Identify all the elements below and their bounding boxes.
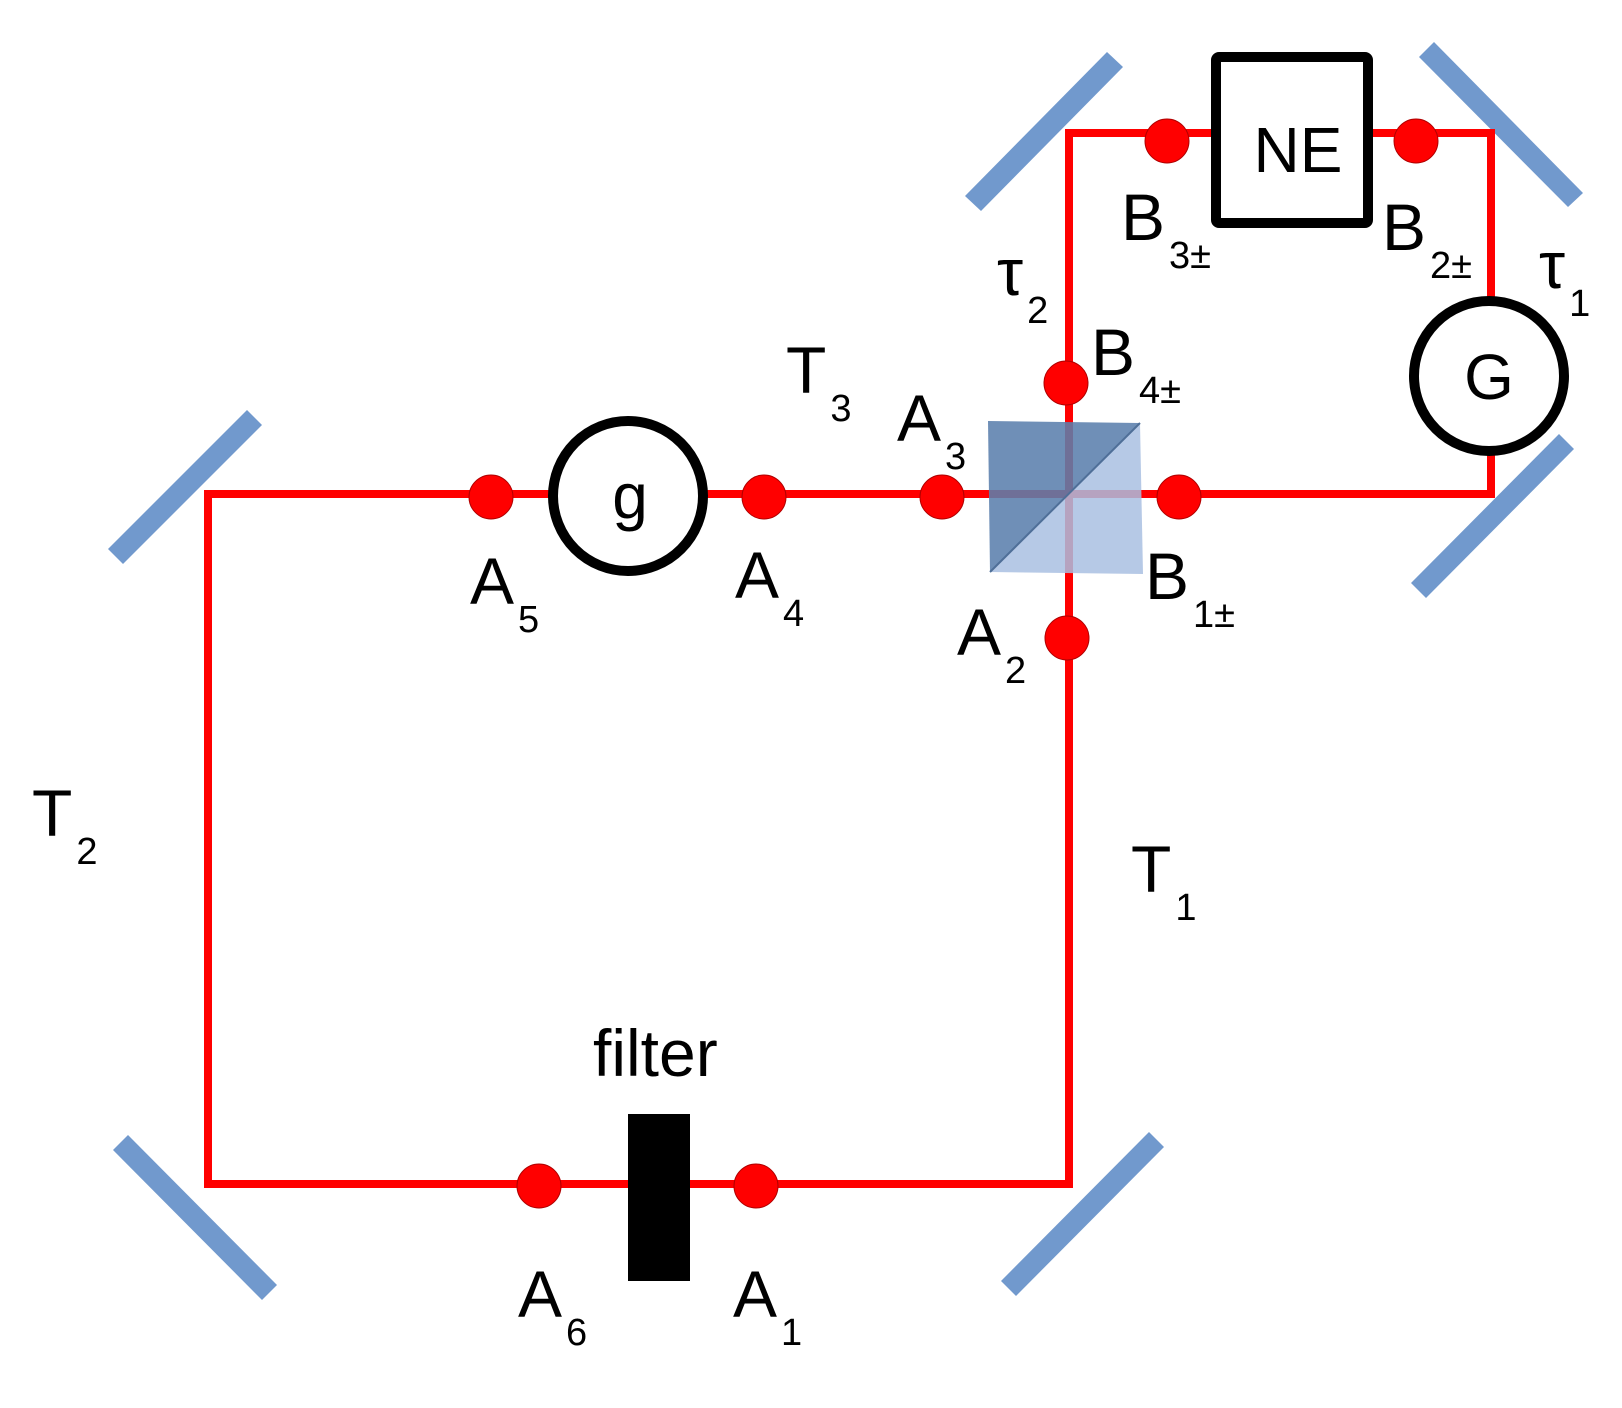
mirror-top-left-sub	[965, 52, 1123, 211]
point-b3	[1144, 118, 1190, 164]
label-a6: A6	[518, 1257, 587, 1354]
label-t1: T1	[1131, 832, 1196, 929]
point-b4	[1043, 360, 1089, 406]
point-a5	[468, 474, 514, 520]
label-a5: A5	[470, 544, 539, 641]
point-b2	[1393, 118, 1439, 164]
point-a1	[733, 1163, 779, 1209]
mirror-lower-right	[1411, 434, 1574, 598]
label-a3: A3	[897, 381, 966, 478]
filter-label: filter	[593, 1016, 718, 1090]
mirror-top-left-main	[108, 410, 262, 564]
label-tau1: τ1	[1539, 228, 1590, 325]
beam-splitter	[988, 421, 1143, 574]
mirror-bottom-right	[1001, 1132, 1164, 1296]
beam-splitter-light-half	[990, 423, 1143, 574]
label-b4: B4±	[1091, 315, 1181, 412]
beam-splitter-diagonal	[989, 422, 1141, 573]
label-a4: A4	[735, 538, 804, 635]
label-b2: B2±	[1382, 190, 1472, 287]
beam-path	[204, 129, 1495, 1188]
mirror-bottom-left	[113, 1135, 277, 1300]
small-gain-component: g	[548, 416, 708, 576]
label-t2: T2	[32, 776, 97, 873]
beam-splitter-dark-half	[988, 421, 1140, 572]
label-a2: A2	[957, 595, 1026, 692]
filter-component: filter	[593, 1016, 718, 1281]
mirrors	[108, 42, 1583, 1300]
small-gain-label: g	[612, 460, 648, 532]
ne-component: NE	[1211, 52, 1373, 228]
mirror-top-right	[1419, 42, 1583, 207]
label-b3: B3±	[1121, 180, 1211, 277]
segment-labels: T1 T2 T3 τ1 τ2	[32, 228, 1590, 929]
label-t3: T3	[786, 333, 851, 430]
point-a4	[741, 474, 787, 520]
point-labels: A1 A2 A3 A4 A5 A6 B1± B2± B3± B4±	[470, 180, 1472, 1354]
point-b1	[1156, 474, 1202, 520]
ne-label: NE	[1254, 114, 1343, 186]
label-b1: B1±	[1145, 539, 1235, 636]
points	[468, 118, 1439, 1209]
big-gain-component: G	[1409, 296, 1569, 456]
beam-sub-cavity	[1065, 129, 1495, 498]
point-a3	[919, 474, 965, 520]
big-gain-label: G	[1464, 341, 1514, 413]
label-tau2: τ2	[997, 235, 1048, 332]
label-a1: A1	[733, 1257, 802, 1354]
point-a2	[1044, 615, 1090, 661]
point-a6	[516, 1163, 562, 1209]
